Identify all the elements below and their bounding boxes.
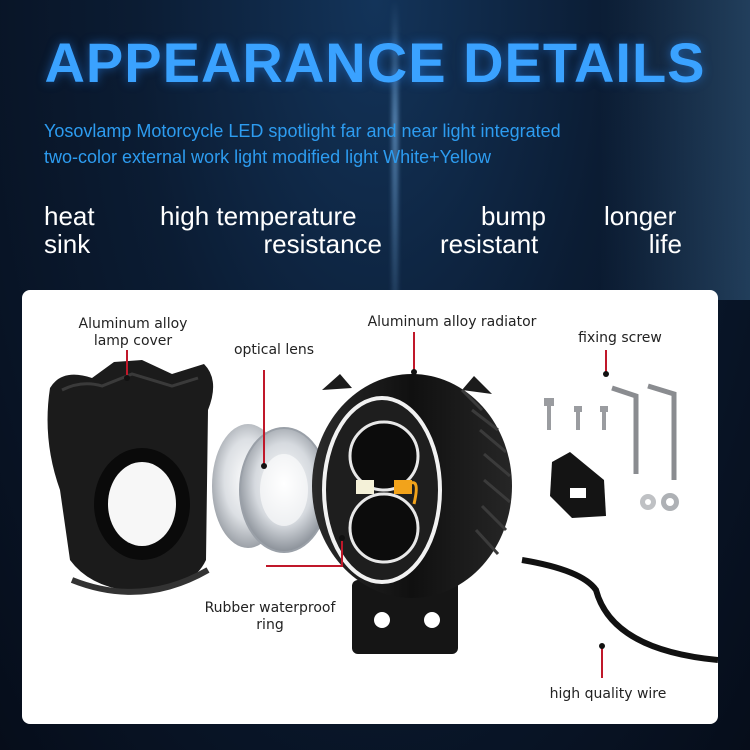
label-line: lamp cover: [93, 333, 173, 349]
subtitle-line-2: two-color external work light modified l…: [44, 147, 492, 167]
exploded-view-card: Aluminum alloy lamp cover optical lens A…: [22, 290, 718, 724]
feature-line: resistance: [263, 229, 383, 259]
label-radiator: Aluminum alloy radiator: [367, 314, 537, 330]
label-fixing-screw: fixing screw: [578, 330, 662, 346]
exploded-view-diagram: [47, 332, 718, 678]
lamp-cover-part: [47, 360, 214, 595]
feature-line: high temperature: [160, 201, 357, 231]
feature-bump-resistant: bump resistant: [440, 202, 546, 258]
label-line: ring: [256, 617, 284, 633]
feature-line: life: [648, 229, 682, 259]
label-waterproof-ring: Rubber waterproof ring: [190, 600, 350, 634]
feature-line: sink: [44, 229, 91, 259]
light-glow-decoration: [600, 0, 750, 300]
light-beam-decoration: [392, 0, 398, 300]
subtitle-line-1: Yosovlamp Motorcycle LED spotlight far a…: [44, 121, 561, 141]
feature-high-temperature: high temperature resistance: [160, 202, 382, 258]
feature-line: resistant: [440, 229, 539, 259]
label-optical-lens: optical lens: [233, 342, 315, 358]
leader-dots: [124, 369, 609, 649]
feature-line: bump: [480, 201, 546, 231]
leader-lines: [126, 332, 607, 678]
radiator-body-part: [312, 374, 512, 654]
bracket-part: [550, 452, 606, 518]
feature-list: heat sink high temperature resistance bu…: [0, 202, 750, 272]
feature-heat-sink: heat sink: [44, 202, 95, 258]
label-lamp-cover: Aluminum alloy lamp cover: [66, 316, 200, 350]
optical-lens-part: [212, 424, 329, 553]
feature-line: heat: [44, 201, 95, 231]
hex-key-part: [611, 383, 677, 480]
label-wire: high quality wire: [549, 686, 667, 702]
label-line: Rubber waterproof: [204, 600, 336, 616]
screw-set-part: [544, 398, 679, 511]
wire-part: [521, 557, 718, 663]
page-title: APPEARANCE DETAILS: [44, 31, 706, 94]
label-line: Aluminum alloy: [78, 316, 188, 332]
product-subtitle: Yosovlamp Motorcycle LED spotlight far a…: [44, 118, 734, 170]
feature-line: longer: [604, 201, 677, 231]
feature-longer-life: longer life: [604, 202, 682, 258]
